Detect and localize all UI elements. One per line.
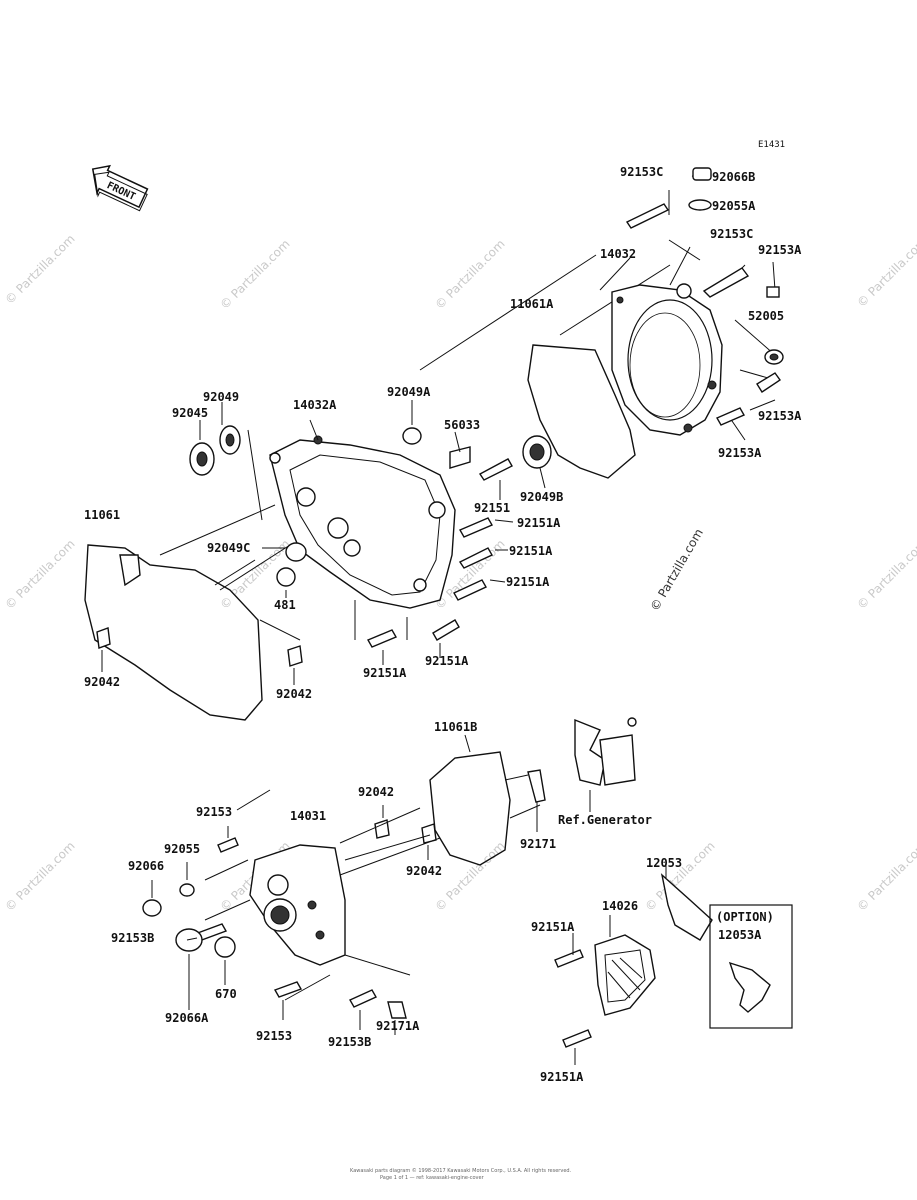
part-label: 14026 (602, 899, 638, 913)
part-label: 14032 (600, 247, 636, 261)
part-label: 52005 (748, 309, 784, 323)
part-label: 92049C (207, 541, 250, 555)
part-label: 92049A (387, 385, 431, 399)
part-label: 92055A (712, 199, 756, 213)
part-label: 92151A (425, 654, 469, 668)
part-label: 92066B (712, 170, 755, 184)
part-label: 92151A (363, 666, 407, 680)
guard-group (554, 865, 793, 1065)
part-label: 11061A (510, 297, 554, 311)
part-label: 92151A (540, 1070, 584, 1084)
gasket-11061A (527, 344, 636, 479)
part-label: 92151A (531, 920, 575, 934)
watermark-center: © Partzilla.com (647, 526, 705, 613)
part-label: 56033 (444, 418, 480, 432)
footer-note: Page 1 of 1 — ref: kawasaki-engine-cover (380, 1175, 485, 1181)
clutch-cover-group (419, 167, 784, 441)
part-label: 92151A (517, 516, 561, 530)
option-box-title: (OPTION) (716, 910, 774, 924)
part-label: 92049B (520, 490, 563, 504)
generator-cover-group (142, 717, 637, 1035)
part-label: 92153A (758, 409, 802, 423)
part-label: 92153C (620, 165, 663, 179)
part-label: 92153B (328, 1035, 371, 1049)
part-label: 11061 (84, 508, 120, 522)
part-label: 92055 (164, 842, 200, 856)
part-label: 92171A (376, 1019, 420, 1033)
part-label: 92042 (406, 864, 442, 878)
part-label: 92153A (758, 243, 802, 257)
watermark: © Partzilla.com (217, 237, 292, 312)
footer-copyright: Kawasaki parts diagram © 1998-2017 Kawas… (350, 1167, 572, 1174)
front-arrow-icon: FRONT (91, 164, 149, 212)
watermark: © Partzilla.com (2, 839, 77, 914)
part-label: Ref.Generator (558, 813, 652, 827)
watermark: © Partzilla.com (432, 839, 507, 914)
part-label: 92153 (196, 805, 232, 819)
part-label: 92066 (128, 859, 164, 873)
part-label: 12053 (646, 856, 682, 870)
part-label: 92151A (509, 544, 553, 558)
part-label: 670 (215, 987, 237, 1001)
watermark: © Partzilla.com (2, 537, 77, 612)
part-label: 92042 (276, 687, 312, 701)
part-label: 92042 (84, 675, 120, 689)
part-label: 92153A (718, 446, 762, 460)
part-label: 92049 (203, 390, 239, 404)
part-label: 92042 (358, 785, 394, 799)
part-label: 92153C (710, 227, 753, 241)
watermark: © Partzilla.com (2, 232, 77, 307)
part-label: 11061B (434, 720, 477, 734)
diagram-ref-code: E1431 (758, 140, 785, 150)
watermark: © Partzilla.com (432, 237, 507, 312)
gasket-11061 (84, 544, 263, 721)
watermark: © Partzilla.com (854, 839, 917, 914)
part-label: 92151 (474, 501, 510, 515)
watermark: © Partzilla.com (854, 235, 917, 310)
part-label: 92153 (256, 1029, 292, 1043)
part-label: 92153B (111, 931, 154, 945)
part-label: 92066A (165, 1011, 209, 1025)
part-labels: 92153C 92066B 92055A 14032 92153C 92153A… (84, 165, 802, 1084)
part-label: 92045 (172, 406, 208, 420)
part-label: 92151A (506, 575, 550, 589)
gasket-11061-inner (119, 554, 141, 587)
part-label: 481 (274, 598, 296, 612)
part-label: 14031 (290, 809, 326, 823)
part-label: 12053A (718, 928, 762, 942)
part-label: 92171 (520, 837, 556, 851)
part-label: 14032A (293, 398, 337, 412)
engine-cover-14032A-group (159, 400, 552, 665)
watermark: © Partzilla.com (854, 537, 917, 612)
